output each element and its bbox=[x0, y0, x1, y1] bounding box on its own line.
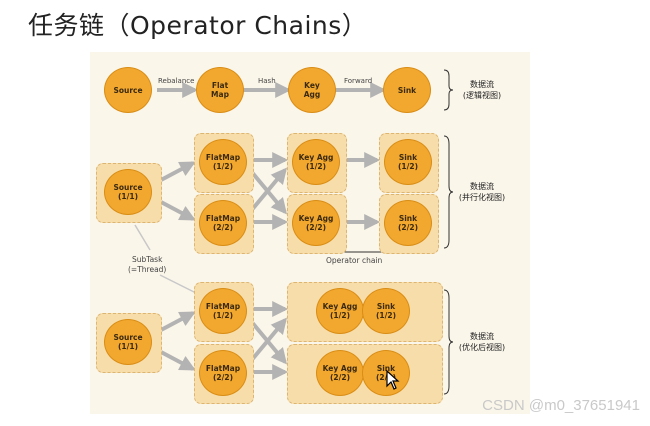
optimized-source-node: Source (1/1) bbox=[104, 319, 152, 365]
parallel-keyagg1-node: Key Agg (1/2) bbox=[292, 139, 340, 185]
optimized-flatmap2-node: FlatMap (2/2) bbox=[199, 350, 247, 396]
page-title: 任务链（Operator Chains） bbox=[28, 11, 368, 40]
optimized-sink1-node: Sink (1/2) bbox=[362, 288, 410, 334]
optimized-keyagg1-node: Key Agg (1/2) bbox=[316, 288, 364, 334]
rebalance-label: Rebalance bbox=[158, 77, 195, 85]
parallel-sink2-node: Sink (2/2) bbox=[384, 200, 432, 246]
edge-opt-source-flatmap2 bbox=[160, 350, 196, 371]
edge-source-flatmap1 bbox=[160, 161, 196, 182]
brace-logical bbox=[443, 69, 454, 111]
logical-view-label: 数据流 (逻辑视图) bbox=[462, 80, 502, 100]
hash-label: Hash bbox=[258, 77, 276, 85]
brace-parallel bbox=[443, 135, 454, 249]
edge-opt-source-flatmap1 bbox=[160, 311, 196, 332]
edge-opt-flatmap2-chain1 bbox=[248, 317, 288, 364]
parallel-view-label: 数据流 (并行化视图) bbox=[458, 182, 506, 202]
optimized-view-label: 数据流 (优化后视图) bbox=[458, 332, 506, 352]
parallel-keyagg2-node: Key Agg (2/2) bbox=[292, 200, 340, 246]
operator-chain-label: Operator chain bbox=[326, 256, 383, 265]
parallel-sink1-node: Sink (1/2) bbox=[384, 139, 432, 185]
brace-optimized bbox=[443, 289, 454, 395]
parallel-flatmap1-node: FlatMap (1/2) bbox=[199, 139, 247, 185]
logical-keyagg-node: Key Agg bbox=[288, 67, 336, 113]
parallel-source-node: Source (1/1) bbox=[104, 169, 152, 215]
optimized-sink2-node: Sink (2/2) bbox=[362, 350, 410, 396]
mouse-cursor-icon bbox=[386, 370, 400, 390]
edge-source-flatmap2 bbox=[160, 200, 196, 221]
subtask-note: SubTask (=Thread) bbox=[128, 255, 167, 274]
forward-label: Forward bbox=[344, 77, 373, 85]
watermark: CSDN @m0_37651941 bbox=[482, 397, 640, 414]
parallel-flatmap2-node: FlatMap (2/2) bbox=[199, 200, 247, 246]
logical-source-node: Source bbox=[104, 67, 152, 113]
logical-sink-node: Sink bbox=[383, 67, 431, 113]
edge-flatmap2-keyagg1 bbox=[248, 167, 288, 214]
optimized-flatmap1-node: FlatMap (1/2) bbox=[199, 288, 247, 334]
optimized-keyagg2-node: Key Agg (2/2) bbox=[316, 350, 364, 396]
logical-flatmap-node: Flat Map bbox=[196, 67, 244, 113]
